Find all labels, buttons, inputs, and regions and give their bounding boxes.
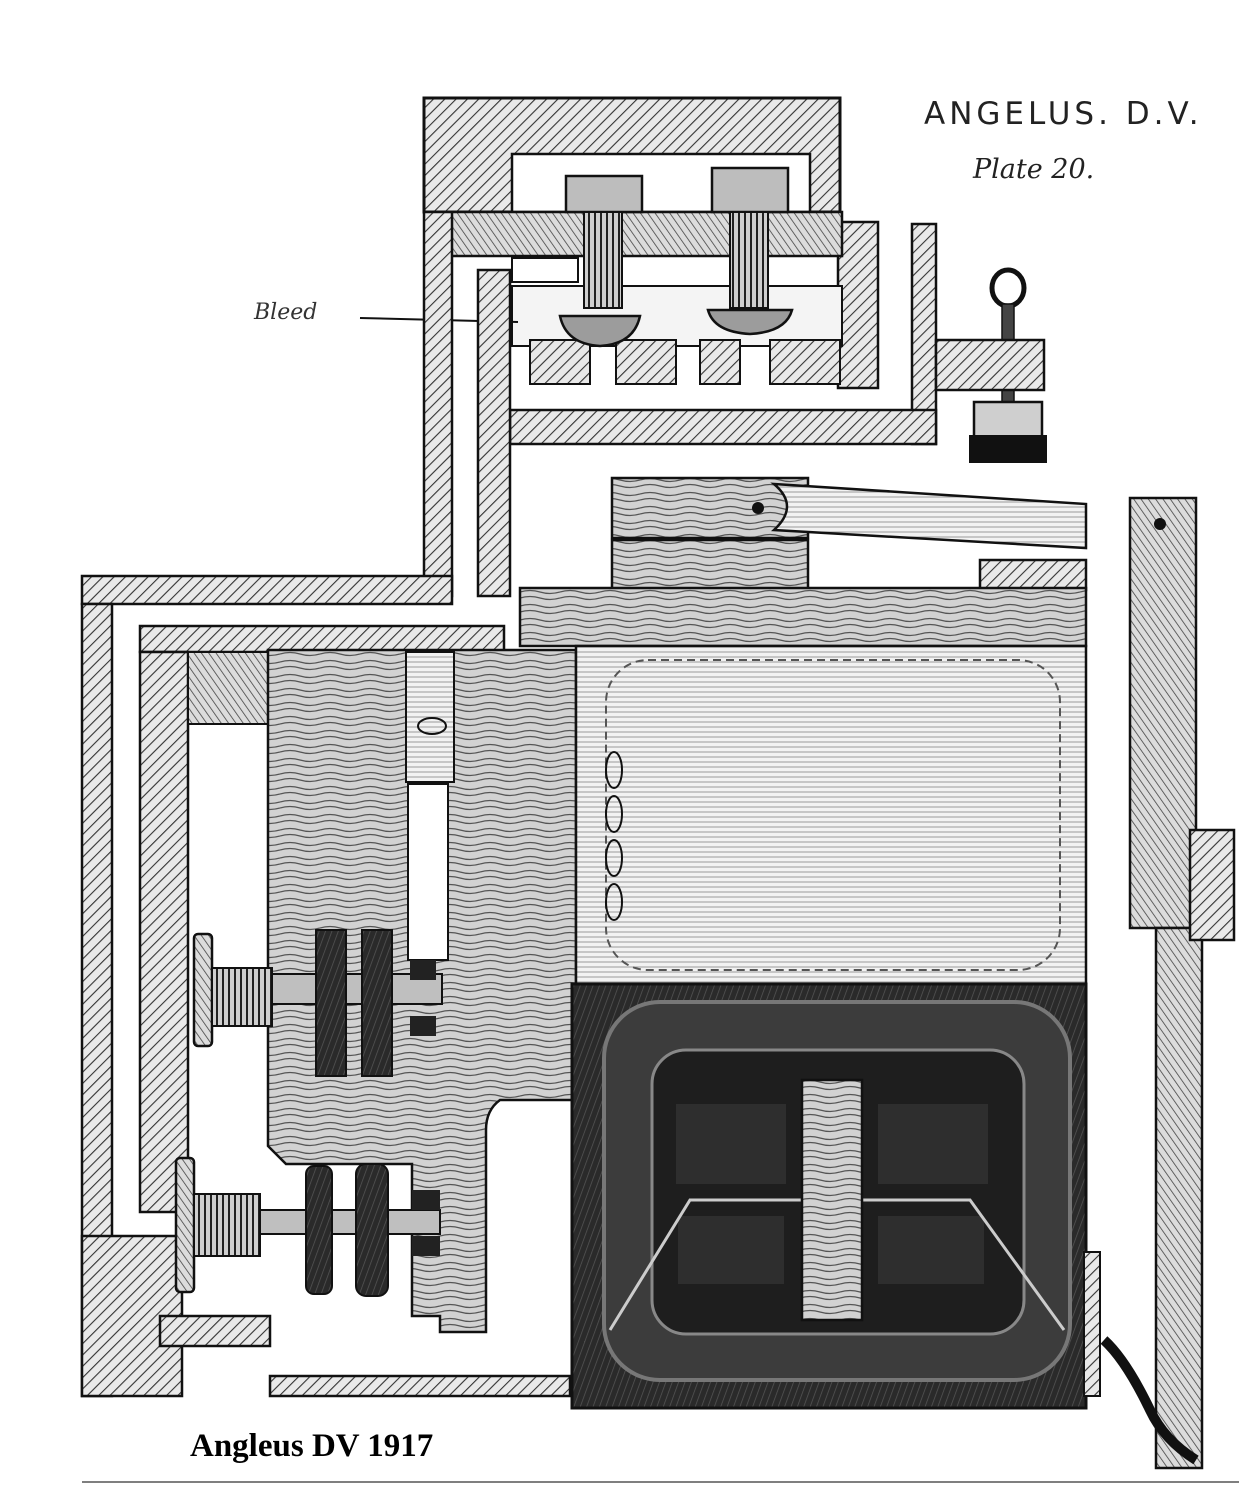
upper-bellows <box>574 644 1088 986</box>
wind-channel <box>80 210 512 654</box>
valve-box <box>422 96 938 446</box>
lower-pneumatic <box>174 1156 441 1297</box>
valve-block <box>430 210 844 385</box>
bleed-label: Bleed <box>254 300 318 325</box>
caption: Angleus DV 1917 <box>190 1428 434 1464</box>
lever-rod <box>1128 496 1236 1470</box>
drawing-title: ANGELUS. D.V. <box>924 96 1203 132</box>
outer-casing <box>80 602 572 1398</box>
valve-stem-left <box>558 174 644 348</box>
top-board <box>518 586 1088 648</box>
valve-stem-right <box>706 166 794 336</box>
upper-pneumatic <box>192 929 443 1077</box>
lower-bellows <box>570 982 1199 1465</box>
weight-cylinder <box>969 400 1047 463</box>
plate-number: Plate 20. <box>973 154 1095 185</box>
lever-assembly <box>610 476 1088 592</box>
weight-arm <box>934 338 1046 392</box>
